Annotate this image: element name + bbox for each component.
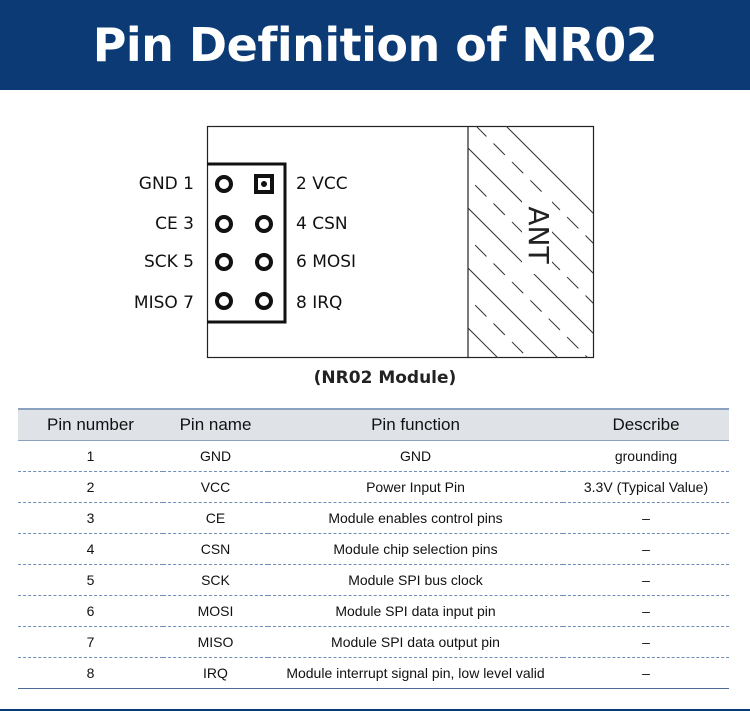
cell-describe: 3.3V (Typical Value) bbox=[563, 471, 729, 503]
module-diagram: ANT bbox=[206, 125, 595, 359]
pin-row bbox=[215, 174, 274, 310]
table-row: 2 VCC Power Input Pin 3.3V (Typical Valu… bbox=[18, 471, 729, 503]
cell-pin-number: 3 bbox=[18, 502, 163, 534]
pin-label-gnd: GND 1 bbox=[138, 174, 194, 194]
pin-3 bbox=[215, 215, 233, 233]
pin-8 bbox=[255, 292, 273, 310]
table-row: 5 SCK Module SPI bus clock – bbox=[18, 564, 729, 596]
pin-label-vcc: 2 VCC bbox=[296, 174, 348, 194]
pin-2 bbox=[261, 181, 267, 187]
pin-7 bbox=[215, 292, 233, 310]
cell-pin-function: Module interrupt signal pin, low level v… bbox=[268, 657, 563, 689]
column-header: Describe bbox=[563, 408, 729, 441]
cell-pin-name: GND bbox=[163, 440, 268, 472]
cell-pin-name: IRQ bbox=[163, 657, 268, 689]
cell-pin-number: 6 bbox=[18, 595, 163, 627]
pin-label-mosi: 6 MOSI bbox=[296, 252, 357, 272]
table-row: 3 CE Module enables control pins – bbox=[18, 502, 729, 534]
pin-label-miso: MISO 7 bbox=[133, 293, 194, 313]
cell-describe: – bbox=[563, 595, 729, 627]
module-caption: (NR02 Module) bbox=[313, 368, 457, 388]
column-header: Pin name bbox=[163, 408, 268, 441]
page-title: Pin Definition of NR02 bbox=[92, 18, 658, 72]
cell-pin-function: Module SPI data output pin bbox=[268, 626, 563, 658]
pin-label-csn: 4 CSN bbox=[296, 214, 348, 234]
cell-pin-name: MISO bbox=[163, 626, 268, 658]
cell-pin-number: 4 bbox=[18, 533, 163, 565]
pin-header-outline bbox=[207, 162, 287, 324]
cell-pin-number: 7 bbox=[18, 626, 163, 658]
cell-describe: – bbox=[563, 502, 729, 534]
bottom-rule bbox=[0, 709, 750, 711]
pin-6 bbox=[255, 253, 273, 271]
cell-describe: – bbox=[563, 657, 729, 689]
cell-pin-name: CE bbox=[163, 502, 268, 534]
pin-1 bbox=[215, 175, 233, 193]
title-banner: Pin Definition of NR02 bbox=[0, 0, 750, 90]
antenna-label: ANT bbox=[522, 206, 555, 264]
cell-pin-function: Module SPI data input pin bbox=[268, 595, 563, 627]
column-header: Pin function bbox=[268, 408, 563, 441]
cell-pin-name: MOSI bbox=[163, 595, 268, 627]
cell-pin-function: Module SPI bus clock bbox=[268, 564, 563, 596]
cell-describe: grounding bbox=[563, 440, 729, 472]
cell-pin-function: Module enables control pins bbox=[268, 502, 563, 534]
cell-pin-number: 5 bbox=[18, 564, 163, 596]
cell-pin-function: Power Input Pin bbox=[268, 471, 563, 503]
column-header: Pin number bbox=[18, 408, 163, 441]
table-row: 8 IRQ Module interrupt signal pin, low l… bbox=[18, 657, 729, 689]
table-row: 6 MOSI Module SPI data input pin – bbox=[18, 595, 729, 627]
table-row: 4 CSN Module chip selection pins – bbox=[18, 533, 729, 565]
table-header-row: Pin number Pin name Pin function Describ… bbox=[18, 408, 729, 441]
cell-pin-name: VCC bbox=[163, 471, 268, 503]
cell-pin-function: GND bbox=[268, 440, 563, 472]
table-row: 1 GND GND grounding bbox=[18, 440, 729, 472]
cell-describe: – bbox=[563, 533, 729, 565]
cell-pin-number: 2 bbox=[18, 471, 163, 503]
pin-label-sck: SCK 5 bbox=[143, 252, 194, 272]
cell-pin-number: 8 bbox=[18, 657, 163, 689]
cell-describe: – bbox=[563, 564, 729, 596]
cell-pin-name: CSN bbox=[163, 533, 268, 565]
cell-pin-function: Module chip selection pins bbox=[268, 533, 563, 565]
pin-5 bbox=[215, 253, 233, 271]
pin-label-ce: CE 3 bbox=[155, 214, 194, 234]
table-row: 7 MISO Module SPI data output pin – bbox=[18, 626, 729, 658]
pin-label-irq: 8 IRQ bbox=[296, 293, 343, 313]
pin-4 bbox=[255, 215, 273, 233]
cell-pin-number: 1 bbox=[18, 440, 163, 472]
cell-describe: – bbox=[563, 626, 729, 658]
pin-table: Pin number Pin name Pin function Describ… bbox=[18, 408, 729, 689]
cell-pin-name: SCK bbox=[163, 564, 268, 596]
